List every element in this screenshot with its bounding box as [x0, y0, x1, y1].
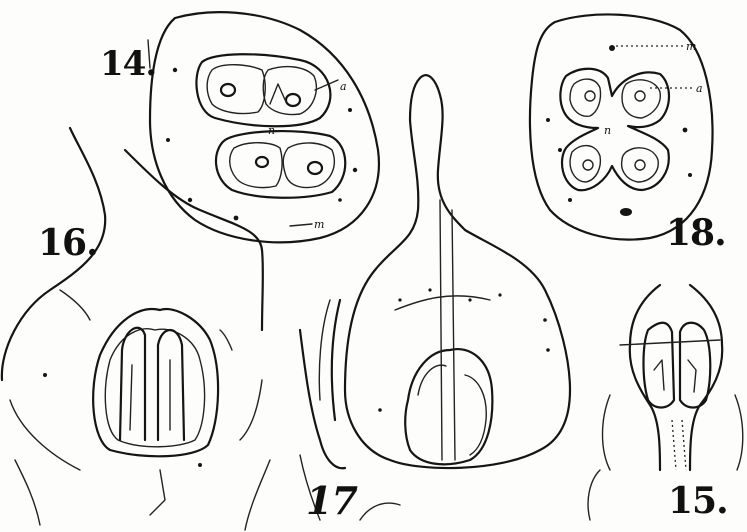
figure-14-lower-locules	[216, 131, 345, 198]
figure-14-label-m: m	[314, 218, 324, 231]
figure-18-drawing: m a n	[530, 14, 713, 239]
figure-14-drawing: a n m	[148, 12, 379, 242]
figure-16-number: 16.	[38, 222, 98, 264]
figure-15-drawing	[603, 285, 743, 470]
figure-18-label-a: a	[696, 82, 703, 95]
figure-18-label-m: m	[686, 40, 696, 53]
figure-14-label-a: a	[340, 80, 347, 93]
figure-14-outline	[150, 12, 379, 242]
figure-14-label-n: n	[268, 124, 275, 137]
figure-16-ovary	[93, 309, 218, 456]
figure-17-left-sepal	[300, 330, 345, 468]
figure-16-outer-right	[125, 150, 263, 330]
figure-15-number: 15.	[668, 480, 728, 522]
figure-18-label-n: n	[604, 124, 611, 137]
figure-17-drawing	[300, 75, 600, 520]
figure-14-number: 14.	[100, 44, 156, 84]
figure-18-number: 18.	[666, 212, 726, 254]
figure-17-number: 17	[306, 478, 357, 523]
figure-14-upper-locules	[196, 54, 330, 126]
